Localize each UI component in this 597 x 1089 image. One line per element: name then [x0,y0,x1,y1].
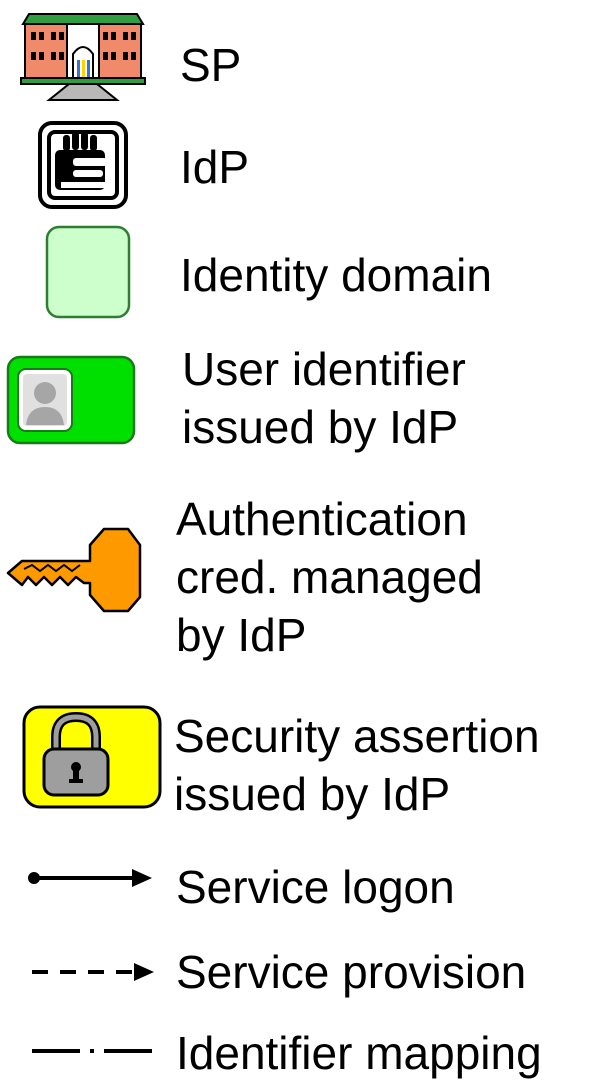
legend-label-identity-domain: Identity domain [180,249,492,301]
dashed-arrow-icon [32,963,154,981]
building-icon [20,13,146,101]
user-id-card-icon [6,355,136,445]
legend-label-sp: SP [180,39,242,91]
legend-label-identifier-mapping: Identifier mapping [176,1027,542,1079]
green-rounded-box-icon [45,225,131,319]
legend-label-service-logon: Service logon [176,861,455,913]
id-badge-hand-icon [38,121,128,209]
legend-label-security-assertion: Security assertion issued by IdP [174,710,540,820]
legend-label-idp: IdP [180,141,250,193]
legend-label-user-identifier: User identifier issued by IdP [182,343,466,453]
key-icon [6,527,142,613]
dash-dot-line-icon [32,1049,152,1053]
legend-label-service-provision: Service provision [176,946,527,998]
solid-arrow-icon [28,869,152,887]
padlock-icon [22,705,162,809]
legend-label-auth-cred: Authentication cred. managed by IdP [176,493,483,661]
